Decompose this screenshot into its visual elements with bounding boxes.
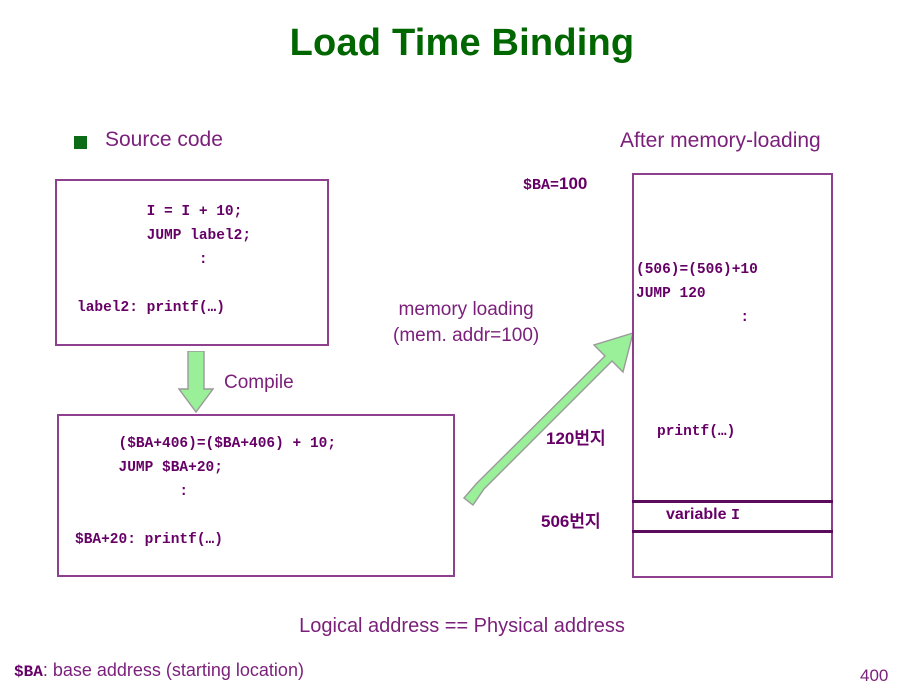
ba-footnote-text: : base address (starting location) bbox=[42, 660, 304, 680]
source-code-text: I = I + 10; JUMP label2; : label2: print… bbox=[77, 204, 252, 316]
ba-value: 100 bbox=[559, 174, 588, 193]
base-address-label: $BA=100 bbox=[523, 174, 587, 194]
page-title: Load Time Binding bbox=[289, 22, 635, 64]
memory-code-text: (506)=(506)+10 JUMP 120 : bbox=[636, 262, 758, 326]
compile-label: Compile bbox=[224, 372, 294, 393]
green-square-bullet-icon bbox=[74, 136, 87, 149]
variable-slot-label: variable I bbox=[666, 506, 740, 524]
variable-name: I bbox=[730, 507, 740, 524]
address-label-120: 120번지 bbox=[546, 429, 606, 448]
compiled-code-text: ($BA+406)=($BA+406) + 10; JUMP $BA+20; :… bbox=[75, 436, 337, 548]
address-label-506: 506번지 bbox=[541, 512, 601, 531]
variable-word: variable bbox=[666, 506, 727, 523]
memory-loading-label: memory loading (mem. addr=100) bbox=[393, 299, 540, 346]
ba-footnote-symbol: $BA bbox=[14, 663, 43, 681]
source-code-box bbox=[55, 179, 329, 346]
memory-printf-text: printf(…) bbox=[657, 424, 736, 440]
memory-box bbox=[632, 173, 833, 578]
compile-down-arrow-icon bbox=[177, 350, 215, 414]
variable-slot-row bbox=[632, 500, 833, 533]
logical-physical-note: Logical address == Physical address bbox=[299, 615, 625, 637]
base-address-footnote: $BA: base address (starting location) bbox=[14, 660, 304, 681]
ba-symbol: $BA= bbox=[523, 177, 560, 194]
after-memory-loading-heading: After memory-loading bbox=[620, 129, 821, 152]
memory-loading-diagonal-arrow-icon bbox=[455, 320, 640, 510]
compiled-code-box bbox=[57, 414, 455, 577]
page-number: 400 bbox=[860, 666, 889, 685]
source-code-heading: Source code bbox=[105, 128, 223, 151]
